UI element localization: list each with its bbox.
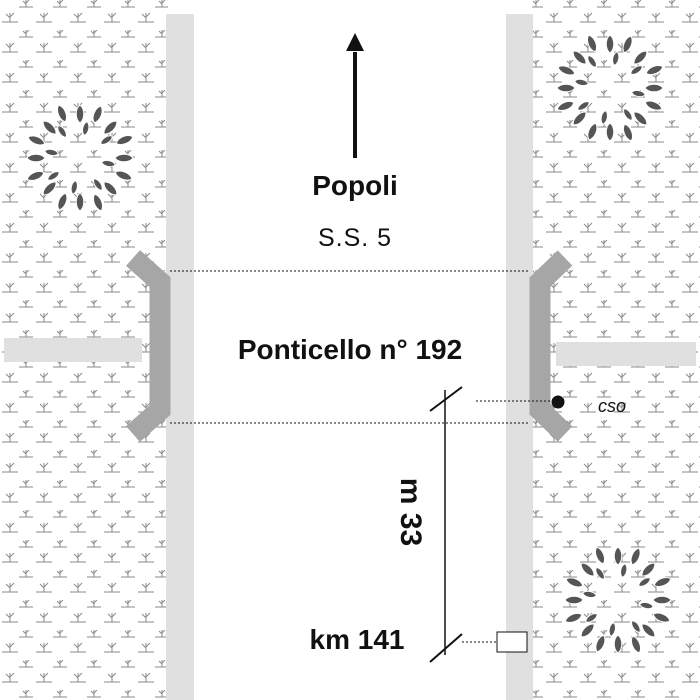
dimension-tick-bottom (429, 633, 463, 663)
bridge-left-parapet (126, 250, 171, 442)
dimension-tick-top (429, 386, 463, 412)
distance-label: m 33 (394, 477, 427, 547)
right-curb (506, 14, 533, 700)
left-curb (166, 14, 194, 700)
north-arrow-icon (346, 33, 364, 158)
left-side-road (4, 338, 142, 362)
road-label: S.S. 5 (317, 224, 393, 252)
cso-point-icon (551, 395, 565, 409)
right-side-road (556, 342, 696, 366)
km-label: km 141 (309, 624, 405, 655)
bridge-right-parapet (529, 250, 573, 442)
cso-label: cso (598, 396, 627, 416)
road-surface (194, 0, 506, 700)
bridge-label: Ponticello n° 192 (237, 334, 463, 365)
km-marker-icon (496, 631, 528, 653)
direction-label: Popoli (312, 170, 398, 201)
